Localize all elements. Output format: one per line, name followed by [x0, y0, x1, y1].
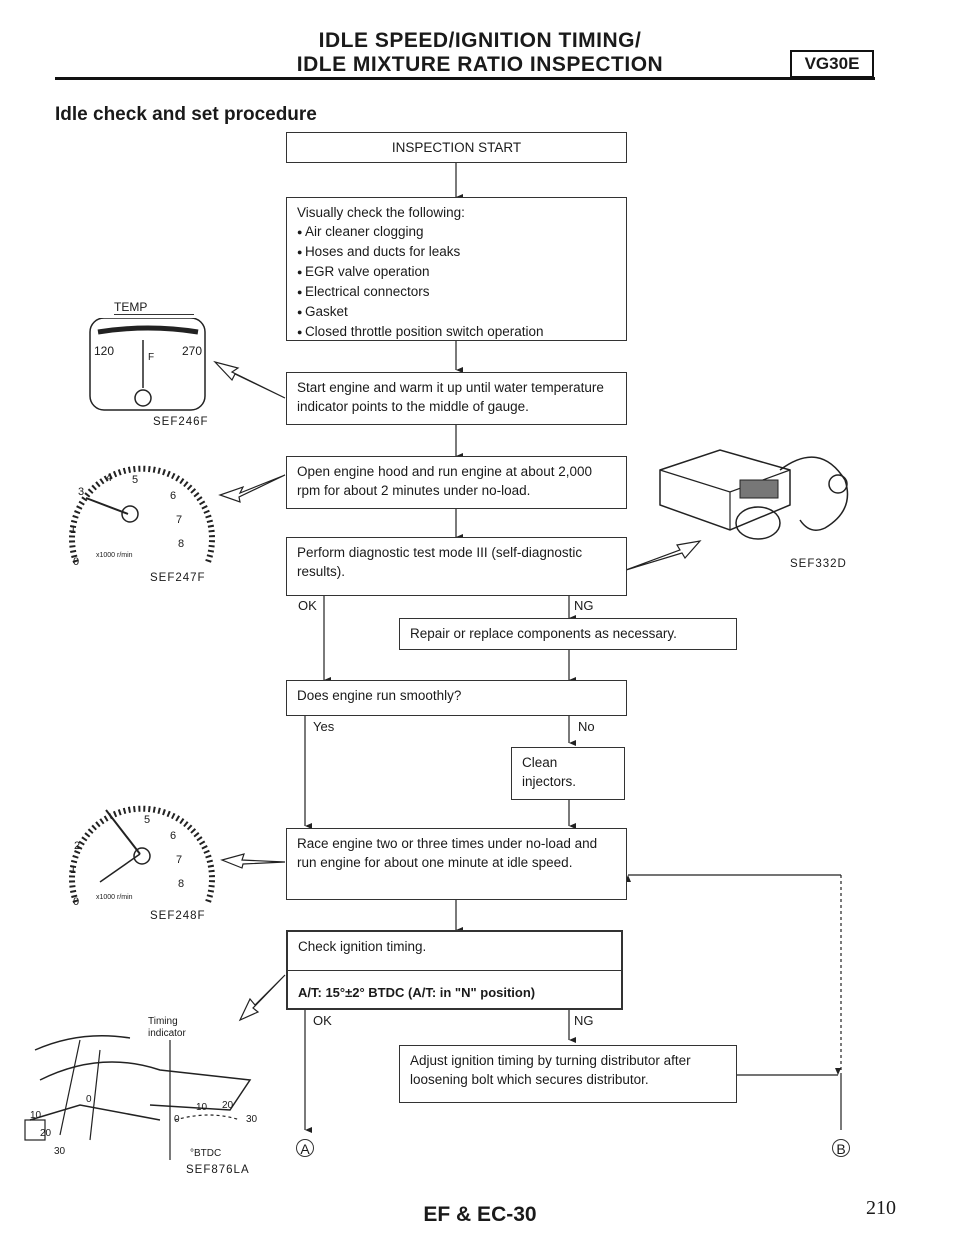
tach1-unit: x1000 r/min	[96, 552, 133, 559]
timing-indicator-label: Timing indicator	[148, 1016, 186, 1039]
ecu-figure: SEF332D	[650, 440, 870, 570]
timing-spec: A/T: 15°±2° BTDC (A/T: in "N" position)	[298, 985, 536, 1000]
timing-btdc: °BTDC	[190, 1148, 222, 1159]
diagnostic-ng-label: NG	[574, 598, 594, 613]
tach1-code: SEF247F	[150, 572, 206, 584]
terminal-a: A	[296, 1139, 314, 1157]
temp-gauge-code: SEF246F	[153, 416, 209, 428]
page-title-line1: IDLE SPEED/IGNITION TIMING/	[318, 29, 642, 52]
tach1-scale-6: 6	[170, 490, 177, 502]
tachometer-icon	[69, 465, 215, 563]
temp-label: TEMP	[114, 300, 194, 315]
tach2-unit: x1000 r/min	[96, 894, 133, 901]
timing-scale-20: 20	[222, 1100, 234, 1111]
tach2-scale-1: 1	[70, 864, 77, 876]
adjust-timing-box: Adjust ignition timing by turning distri…	[399, 1045, 737, 1103]
runs-smoothly-box: Does engine run smoothly?	[286, 680, 627, 716]
visual-check-list: Air cleaner clogging Hoses and ducts for…	[297, 222, 616, 342]
smooth-yes-label: Yes	[313, 719, 335, 734]
footer-section: EF & EC-30	[423, 1203, 537, 1226]
tach1-scale-8: 8	[178, 538, 185, 550]
timing-tick-10: 10	[30, 1110, 42, 1121]
timing-tick-20: 20	[40, 1128, 52, 1139]
temp-gauge-icon	[89, 318, 206, 411]
timing-ng-label: NG	[574, 1013, 594, 1028]
temp-high: 270	[182, 344, 203, 358]
list-item: Air cleaner clogging	[297, 222, 616, 242]
tach1-scale-7: 7	[176, 514, 183, 526]
page-number: 210	[866, 1197, 896, 1219]
inspection-start-box: INSPECTION START	[286, 132, 627, 163]
tach2-code: SEF248F	[150, 910, 206, 922]
terminal-b: B	[832, 1139, 850, 1157]
timing-scale-0: 0	[174, 1114, 180, 1125]
tach2-figure: 0 1 2 5 6 7 8 x1000 r/min SEF248F	[58, 792, 218, 922]
tach1-scale-1: 1	[70, 524, 77, 536]
tach2-scale-6: 6	[170, 830, 177, 842]
header-rule	[55, 77, 875, 80]
race-engine-box: Race engine two or three times under no-…	[286, 828, 627, 900]
run-2000-box: Open engine hood and run engine at about…	[286, 456, 627, 509]
tach2-scale-8: 8	[178, 878, 185, 890]
timing-scale-10: 10	[196, 1102, 208, 1113]
check-timing-label: Check ignition timing.	[288, 932, 621, 971]
diagnostic-box: Perform diagnostic test mode III (self-d…	[286, 537, 627, 596]
visual-check-box: Visually check the following: Air cleane…	[286, 197, 627, 341]
tach1-scale-4: 4	[106, 472, 113, 484]
tachometer-icon	[69, 805, 215, 903]
tach2-scale-2: 2	[74, 840, 81, 852]
clean-injectors-box: Clean injectors.	[511, 747, 625, 800]
list-item: Hoses and ducts for leaks	[297, 242, 616, 262]
tach2-scale-5: 5	[144, 814, 151, 826]
timing-indicator-icon	[24, 1034, 252, 1160]
tach1-figure: 0 1 3 4 5 6 7 8 x1000 r/min SEF247F	[58, 452, 218, 584]
timing-scale-30: 30	[246, 1114, 258, 1125]
timing-ok-label: OK	[313, 1013, 332, 1028]
temp-unit: F	[148, 352, 155, 363]
warm-up-box: Start engine and warm it up until water …	[286, 372, 627, 425]
timing-code: SEF876LA	[186, 1164, 250, 1176]
ecu-code: SEF332D	[790, 558, 847, 570]
smooth-no-label: No	[578, 719, 595, 734]
tach1-scale-3: 3	[78, 486, 85, 498]
tach1-scale-0: 0	[73, 556, 80, 568]
timing-figure: Timing indicator 0 10 20 30 0 10 20 30 °…	[20, 1010, 270, 1176]
tach1-scale-5: 5	[132, 474, 139, 486]
page-title-line2: IDLE MIXTURE RATIO INSPECTION	[296, 53, 664, 76]
diagnostic-ok-label: OK	[298, 598, 317, 613]
temp-low: 120	[94, 344, 115, 358]
list-item: Electrical connectors	[297, 282, 616, 302]
ecu-icon	[659, 449, 849, 540]
list-item: EGR valve operation	[297, 262, 616, 282]
tach2-scale-7: 7	[176, 854, 183, 866]
list-item: Closed throttle position switch operatio…	[297, 322, 616, 342]
list-item: Gasket	[297, 302, 616, 322]
check-timing-box: Check ignition timing. A/T: 15°±2° BTDC …	[286, 930, 623, 1010]
timing-tick-0: 0	[86, 1094, 92, 1105]
section-title: Idle check and set procedure	[55, 104, 317, 125]
tach2-scale-0: 0	[73, 896, 80, 908]
visual-check-intro: Visually check the following:	[297, 205, 465, 220]
repair-box: Repair or replace components as necessar…	[399, 618, 737, 650]
timing-tick-30: 30	[54, 1146, 66, 1157]
